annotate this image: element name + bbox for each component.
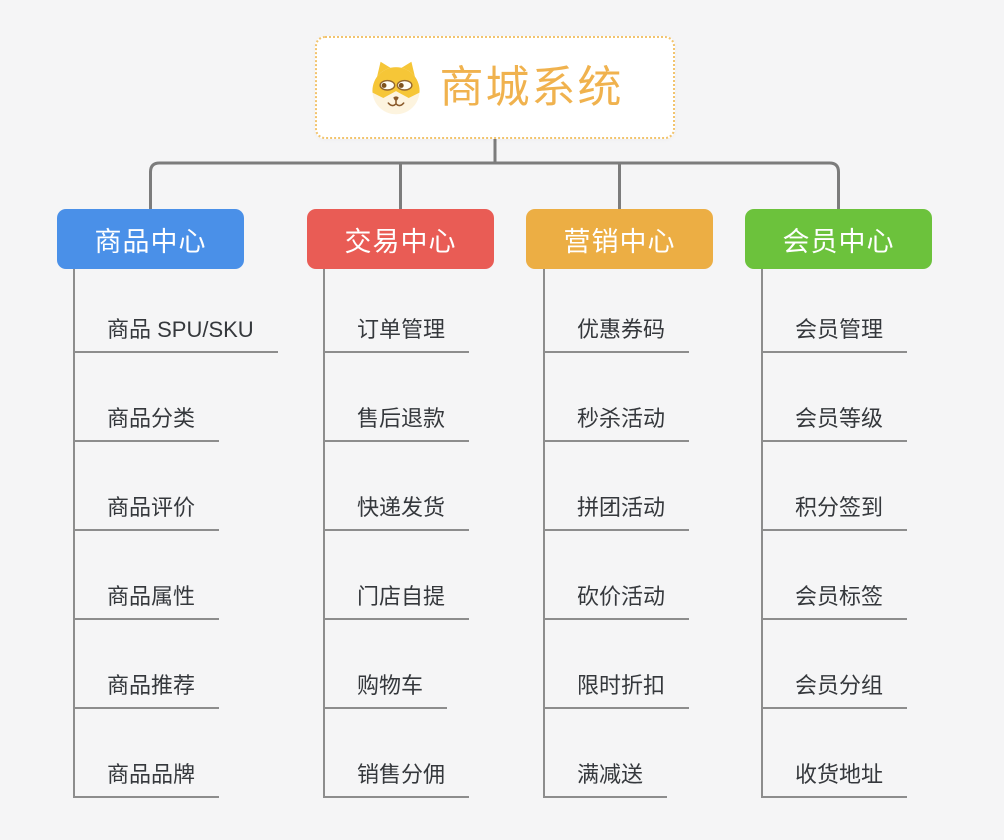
topic-item[interactable]: 商品推荐 [75, 620, 220, 709]
dog-face-icon [371, 61, 420, 114]
topic-item[interactable]: 积分签到 [763, 442, 908, 531]
topic-item[interactable]: 优惠券码 [545, 269, 690, 353]
topic-item[interactable]: 满减送 [545, 709, 668, 798]
topic-item[interactable]: 订单管理 [325, 269, 470, 353]
branch-label: 会员中心 [782, 226, 895, 257]
topic-item[interactable]: 会员标签 [763, 531, 908, 620]
topic-item[interactable]: 销售分佣 [325, 709, 470, 798]
topic-item[interactable]: 会员管理 [763, 269, 908, 353]
topic-item[interactable]: 商品属性 [75, 531, 220, 620]
topic-item[interactable]: 收货地址 [763, 709, 908, 798]
root-title: 商城系统 [439, 62, 624, 112]
root-node[interactable]: 商城系统 [315, 36, 675, 139]
topic-item[interactable]: 会员分组 [763, 620, 908, 709]
branch-children-marketing: 优惠券码 秒杀活动 拼团活动 砍价活动 限时折扣 满减送 [543, 269, 690, 798]
branch-label: 交易中心 [344, 226, 457, 257]
branch-node-marketing-center[interactable]: 营销中心 [526, 209, 713, 269]
topic-item[interactable]: 秒杀活动 [545, 353, 690, 442]
branch-node-member-center[interactable]: 会员中心 [745, 209, 932, 269]
topic-item[interactable]: 拼团活动 [545, 442, 690, 531]
topic-item[interactable]: 门店自提 [325, 531, 470, 620]
branch-label: 商品中心 [94, 226, 207, 257]
branch-children-member: 会员管理 会员等级 积分签到 会员标签 会员分组 收货地址 [761, 269, 908, 798]
topic-item[interactable]: 快递发货 [325, 442, 470, 531]
topic-item[interactable]: 限时折扣 [545, 620, 690, 709]
topic-item[interactable]: 商品评价 [75, 442, 220, 531]
branch-label: 营销中心 [563, 226, 676, 257]
topic-item[interactable]: 商品分类 [75, 353, 220, 442]
topic-item[interactable]: 售后退款 [325, 353, 470, 442]
topic-item[interactable]: 砍价活动 [545, 531, 690, 620]
topic-item[interactable]: 购物车 [325, 620, 448, 709]
branch-node-product-center[interactable]: 商品中心 [57, 209, 244, 269]
topic-item[interactable]: 会员等级 [763, 353, 908, 442]
topic-item[interactable]: 商品品牌 [75, 709, 220, 798]
branch-children-product: 商品 SPU/SKU 商品分类 商品评价 商品属性 商品推荐 商品品牌 [73, 269, 278, 798]
branch-node-trade-center[interactable]: 交易中心 [307, 209, 494, 269]
branch-children-trade: 订单管理 售后退款 快递发货 门店自提 购物车 销售分佣 [323, 269, 470, 798]
topic-item[interactable]: 商品 SPU/SKU [75, 269, 278, 353]
